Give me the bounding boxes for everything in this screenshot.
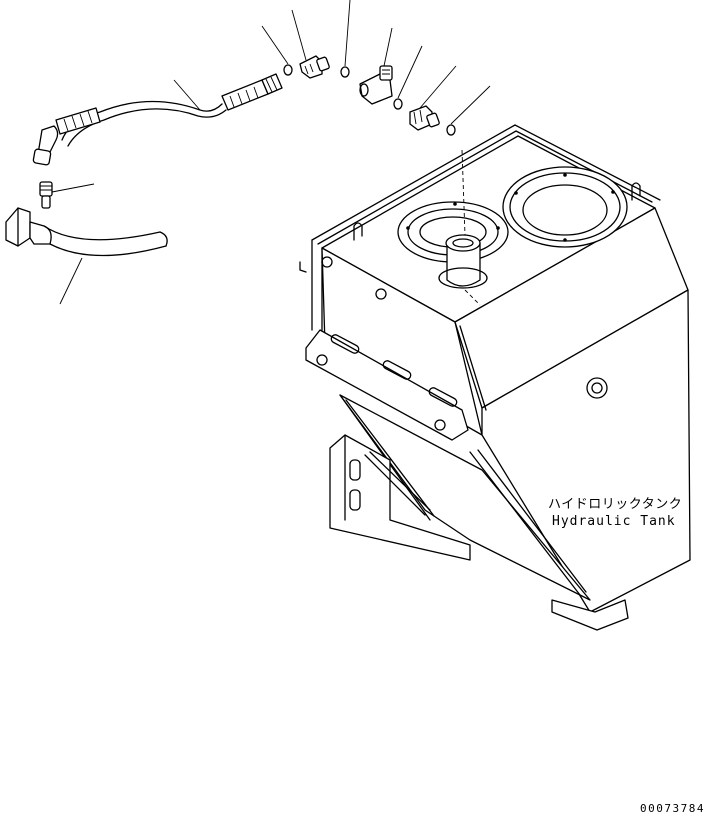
- hose-assembly: [5, 55, 456, 257]
- tank-label-english: Hydraulic Tank: [552, 514, 676, 529]
- leader-lines: [51, 0, 491, 305]
- tank-label-japanese: ハイドロリックタンク: [548, 497, 682, 512]
- hydraulic-tank: [299, 124, 691, 631]
- figure-number: 00073784: [640, 802, 705, 815]
